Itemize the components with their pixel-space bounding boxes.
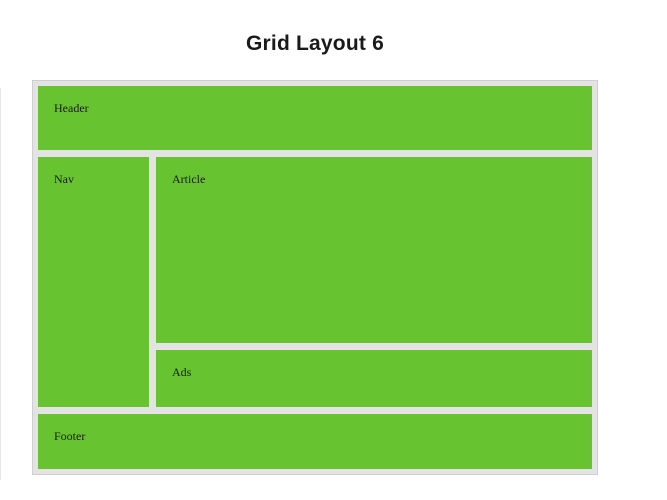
grid-cell-header: Header [38,86,592,150]
grid-cell-article: Article [156,157,592,343]
grid-cell-ads: Ads [156,350,592,407]
page-edge-divider [0,88,1,480]
page-title: Grid Layout 6 [246,32,384,55]
grid-cell-nav: Nav [38,157,149,407]
grid-cell-footer: Footer [38,414,592,469]
